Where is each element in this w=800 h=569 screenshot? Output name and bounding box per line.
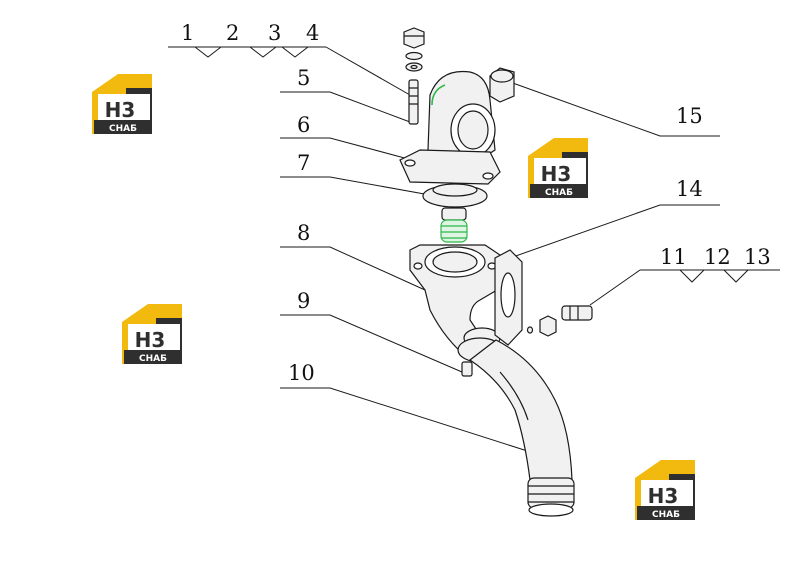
callout-9: 9	[297, 289, 310, 313]
leader-8	[280, 246, 426, 291]
leader-15	[509, 81, 720, 137]
leader-lines	[168, 46, 780, 456]
part-thermostat	[422, 183, 488, 243]
watermark-logo-1: H3 СНАБ	[92, 74, 152, 134]
part-stud	[408, 79, 419, 125]
callout-2: 2	[226, 21, 239, 45]
part-outlet-pipe	[409, 244, 501, 361]
part-fitting-nut	[539, 315, 557, 337]
callout-13: 13	[744, 245, 771, 269]
callout-5: 5	[297, 66, 310, 90]
logo-letters: H3	[541, 162, 572, 186]
callout-6: 6	[297, 113, 310, 137]
leader-14	[509, 204, 720, 259]
callout-11: 11	[660, 245, 687, 269]
callout-7: 7	[297, 151, 310, 175]
leader-5	[280, 91, 411, 123]
part-hose-end-clamp	[527, 477, 575, 517]
part-fitting-washer	[526, 326, 534, 334]
leader-7	[280, 176, 431, 196]
part-side-gasket	[494, 249, 523, 346]
logo-word: СНАБ	[652, 510, 680, 520]
leader-9	[280, 314, 463, 373]
leader-1-4	[325, 46, 411, 96]
watermark-logo-4: H3 СНАБ	[635, 460, 695, 520]
part-thermostat-housing	[427, 70, 496, 160]
logo-word: СНАБ	[139, 354, 167, 364]
logo-letters: H3	[648, 484, 679, 508]
logo-word: СНАБ	[109, 124, 137, 134]
callout-4: 4	[306, 21, 319, 45]
part-fitting-bolt	[561, 305, 593, 321]
callout-12: 12	[704, 245, 731, 269]
watermark-logo-3: H3 СНАБ	[122, 304, 182, 364]
callout-1: 1	[181, 21, 194, 45]
callout-3: 3	[268, 21, 281, 45]
watermark-logo-2: H3 СНАБ	[528, 138, 588, 198]
logo-word: СНАБ	[545, 188, 573, 198]
logo-letters: H3	[135, 328, 166, 352]
callout-14: 14	[676, 177, 703, 201]
part-hose	[468, 339, 573, 481]
callout-10: 10	[288, 361, 315, 385]
callout-15: 15	[676, 104, 703, 128]
part-gasket-flange	[399, 149, 501, 185]
part-cap	[489, 67, 515, 103]
callout-8: 8	[297, 221, 310, 245]
part-nut-top	[403, 27, 425, 72]
logo-letters: H3	[105, 98, 136, 122]
leader-6	[280, 137, 413, 161]
leader-10	[280, 387, 541, 456]
assembly	[399, 27, 593, 517]
callout-labels: 1 2 3 4 5 6 7 8 9 10 11 12 13 14 15	[181, 21, 771, 385]
leader-11-13	[589, 269, 641, 306]
